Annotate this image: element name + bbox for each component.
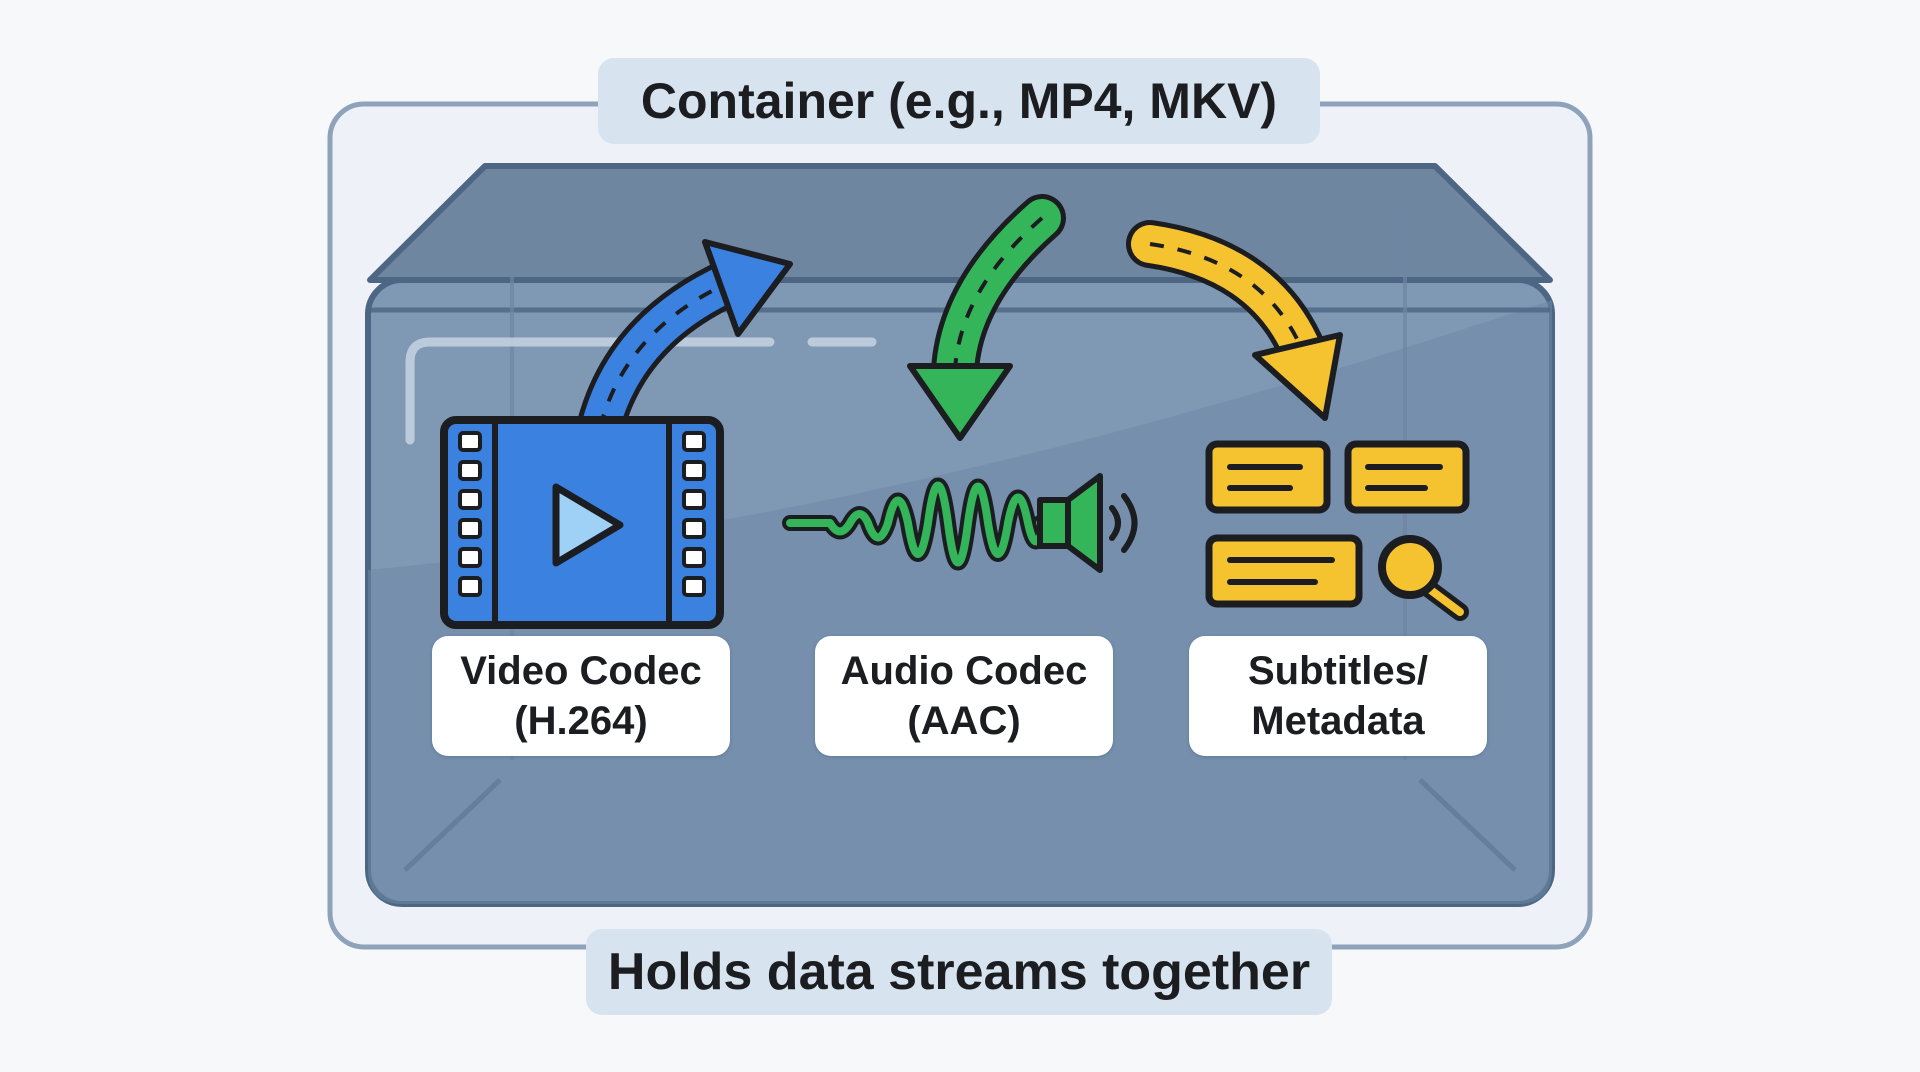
video-codec-label: Video Codec (H.264) <box>432 636 730 756</box>
video-stream-arrow <box>576 239 793 452</box>
subtitles-stream-arrow <box>1126 220 1343 421</box>
container-title: Container (e.g., MP4, MKV) <box>598 58 1320 144</box>
container-caption: Holds data streams together <box>586 929 1332 1015</box>
audio-codec-format: (AAC) <box>907 699 1021 743</box>
metadata-line: Metadata <box>1251 699 1425 743</box>
video-codec-format: (H.264) <box>514 699 648 743</box>
audio-codec-name: Audio Codec <box>840 649 1088 693</box>
audio-waveform-speaker-icon <box>782 473 1138 573</box>
audio-codec-label: Audio Codec (AAC) <box>815 636 1113 756</box>
subtitles-line: Subtitles/ <box>1247 649 1429 693</box>
subtitles-metadata-label: Subtitles/ Metadata <box>1189 636 1487 756</box>
subtitles-search-icon <box>1205 440 1470 621</box>
video-codec-name: Video Codec <box>460 649 702 693</box>
audio-stream-arrow <box>907 194 1066 441</box>
video-film-icon <box>440 416 724 629</box>
